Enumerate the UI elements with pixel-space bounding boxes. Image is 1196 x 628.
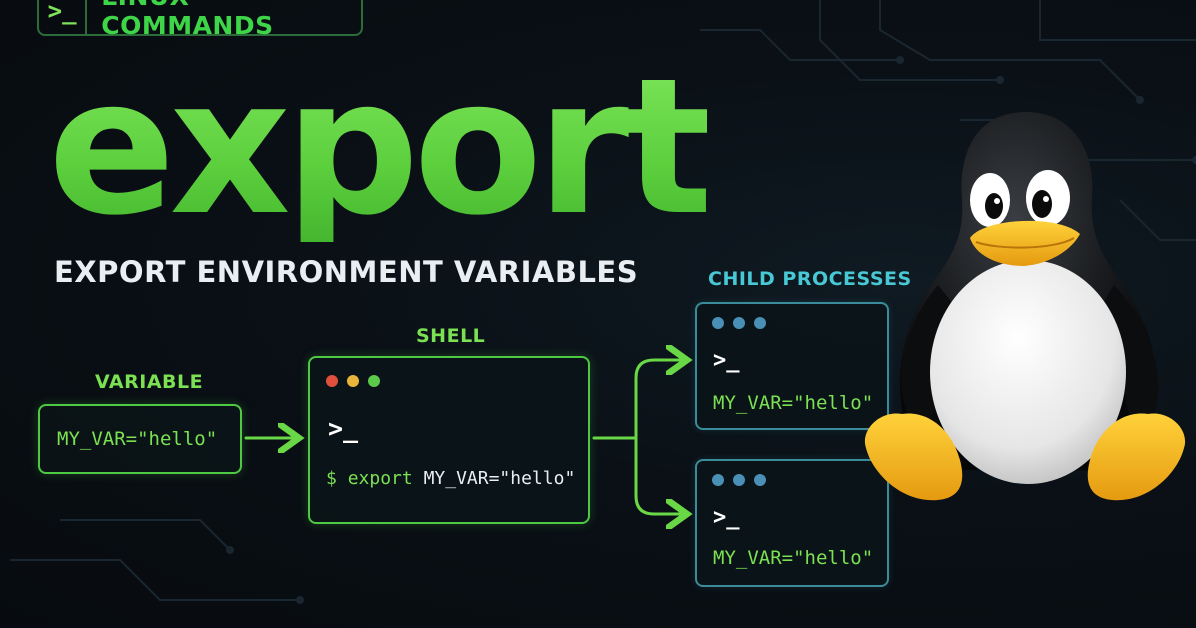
variable-box: MY_VAR="hello" — [38, 404, 242, 474]
window-dot-icon — [733, 317, 745, 329]
shell-label: SHELL — [416, 325, 486, 347]
window-controls — [326, 375, 380, 387]
window-dot-icon — [754, 474, 766, 486]
badge-label: LINUX COMMANDS — [101, 0, 274, 40]
shell-to-child-2-arrow — [634, 436, 684, 514]
variable-value: MY_VAR="hello" — [57, 428, 218, 450]
child-value: MY_VAR="hello" — [713, 392, 874, 414]
minimize-dot-icon — [347, 375, 359, 387]
child-process-2: >_ MY_VAR="hello" — [695, 459, 889, 587]
child-prompt-icon: >_ — [713, 505, 740, 530]
window-dot-icon — [712, 317, 724, 329]
subtitle: EXPORT ENVIRONMENT VARIABLES — [54, 255, 639, 289]
shell-prompt-icon: >_ — [328, 414, 359, 443]
child-processes-label: CHILD PROCESSES — [708, 268, 912, 290]
child-value: MY_VAR="hello" — [713, 547, 874, 569]
child-prompt-icon: >_ — [713, 348, 740, 373]
variable-label: VARIABLE — [95, 371, 204, 393]
shell-terminal: >_ $ export MY_VAR="hello" — [308, 356, 590, 524]
category-badge: >_ LINUX COMMANDS — [37, 0, 363, 40]
window-controls — [712, 317, 766, 329]
tux-penguin-icon — [864, 112, 1186, 501]
window-controls — [712, 474, 766, 486]
window-dot-icon — [733, 474, 745, 486]
shell-command: $ export MY_VAR="hello" — [326, 468, 576, 489]
terminal-prompt-icon: >_ — [39, 0, 88, 34]
window-dot-icon — [712, 474, 724, 486]
window-dot-icon — [754, 317, 766, 329]
shell-to-child-1-arrow — [634, 360, 684, 440]
hero-title: export — [48, 38, 713, 257]
maximize-dot-icon — [368, 375, 380, 387]
close-dot-icon — [326, 375, 338, 387]
child-process-1: >_ MY_VAR="hello" — [695, 302, 889, 430]
